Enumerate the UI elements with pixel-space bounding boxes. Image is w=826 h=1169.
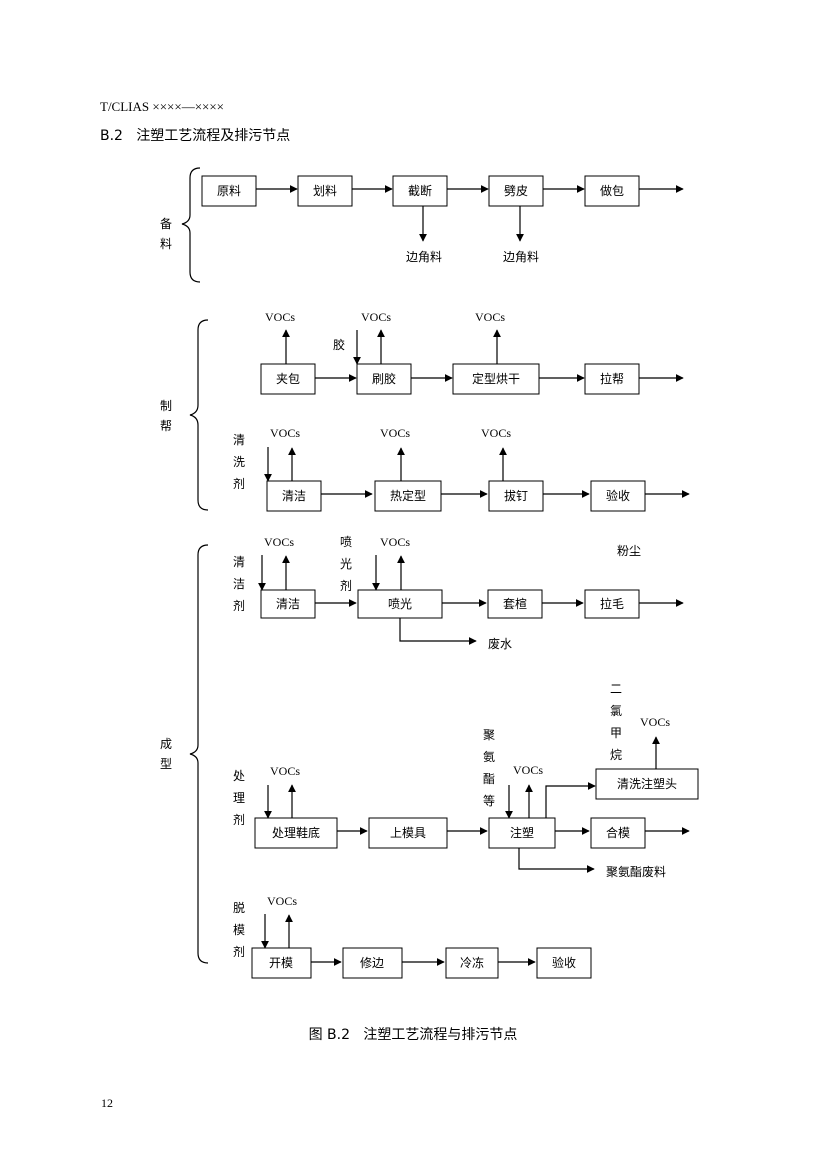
box-penguang [357, 589, 443, 619]
stage-label-beiliao: 备料 [160, 217, 172, 251]
box-hualiao [297, 175, 353, 207]
box-lengdong-label: 冷冻 [460, 955, 484, 970]
section-title: B.2 注塑工艺流程及排污节点 [100, 128, 291, 144]
voc-label: VOCs [481, 426, 511, 440]
voc-label: VOCs [380, 535, 410, 549]
box-shuajiao-label: 刷胶 [372, 371, 396, 386]
voc-label: VOCs [361, 310, 391, 324]
box-hualiao-label: 划料 [313, 184, 337, 198]
box-kaimo-label: 开模 [269, 956, 293, 970]
box-qingjie-2-label: 清洁 [276, 597, 300, 611]
box-jieduan [392, 175, 448, 207]
box-jiabao [260, 363, 316, 395]
box-shangmoju [368, 817, 448, 849]
stage-label-chengxing: 成型 [160, 737, 172, 771]
box-yanshou-1 [590, 480, 646, 512]
box-taoxuan-label: 套楦 [503, 596, 527, 611]
box-chuli-xiedi-label: 处理鞋底 [272, 825, 320, 840]
box-labang-label: 拉帮 [600, 371, 624, 386]
voc-label: VOCs [264, 535, 294, 549]
arrow [399, 618, 477, 645]
box-qingxi-zhusutou [595, 768, 699, 800]
voc-label: VOCs [380, 426, 410, 440]
input-eryuanjiawan: 二氯甲烷 [610, 682, 622, 762]
voc-label: VOCs [640, 715, 670, 729]
figure-caption: 图 B.2 注塑工艺流程与排污节点 [309, 1027, 518, 1043]
box-chuli-xiedi [254, 817, 338, 849]
box-baoding-label: 拔钉 [504, 488, 528, 503]
arrow [518, 848, 595, 873]
box-zuobao [584, 175, 640, 207]
box-lengdong [445, 947, 499, 979]
arrow [545, 782, 596, 818]
input-qingxiji: 清洗剂 [233, 433, 245, 491]
voc-label: VOCs [270, 426, 300, 440]
stage-label-zhibang: 制帮 [160, 399, 172, 433]
voc-label: VOCs [267, 894, 297, 908]
box-zuobao-label: 做包 [600, 183, 624, 198]
bracket-beiliao [181, 167, 201, 283]
box-yanshou-2 [536, 947, 592, 979]
emission-fenchen: 粉尘 [617, 544, 641, 558]
box-labang [584, 363, 640, 395]
box-xiubian-label: 修边 [360, 955, 384, 970]
input-tuomoji: 脱模剂 [233, 900, 245, 959]
box-lamao [584, 589, 640, 619]
box-pipi-label: 劈皮 [504, 183, 528, 198]
voc-label: VOCs [265, 310, 295, 324]
box-xiubian [342, 947, 403, 979]
box-qingjie-1-label: 清洁 [282, 489, 306, 503]
box-shuajiao [356, 363, 412, 395]
box-yuanliao [201, 175, 257, 207]
document-code: T/CLIAS ××××—×××× [100, 99, 225, 114]
box-zhusu [488, 817, 556, 849]
box-yuanliao-label: 原料 [217, 184, 241, 198]
box-penguang-label: 喷光 [388, 597, 412, 611]
input-penguangji: 喷光剂 [340, 535, 352, 593]
input-juanzhi-deng: 聚氨酯等 [483, 728, 495, 808]
voc-label: VOCs [475, 310, 505, 324]
bracket-zhibang [189, 319, 209, 511]
box-redingxing [374, 480, 442, 512]
box-qingjie-2 [260, 589, 316, 619]
emission-bianjiaoliao-1: 边角料 [406, 250, 442, 264]
bracket-chengxing [189, 544, 209, 964]
input-jiao: 胶 [333, 337, 345, 352]
box-redingxing-label: 热定型 [390, 488, 426, 503]
voc-label: VOCs [270, 764, 300, 778]
box-taoxuan [487, 589, 543, 619]
box-lamao-label: 拉毛 [600, 596, 624, 611]
emission-bianjiaoliao-2: 边角料 [503, 250, 539, 264]
box-dingxing-honggan [452, 363, 540, 395]
emission-feishui: 废水 [488, 636, 512, 651]
box-baoding [488, 480, 544, 512]
box-qingjie-1 [266, 480, 322, 512]
box-shangmoju-label: 上模具 [390, 826, 426, 840]
box-pipi [488, 175, 544, 207]
box-jieduan-label: 截断 [408, 183, 432, 198]
input-chuliji: 处理剂 [233, 769, 245, 827]
box-qingxi-zhusutou-label: 清洗注塑头 [617, 776, 677, 791]
box-yanshou-1-label: 验收 [606, 488, 630, 503]
box-hemo-label: 合模 [606, 825, 630, 840]
box-dingxing-honggan-label: 定型烘干 [472, 371, 520, 386]
voc-label: VOCs [513, 763, 543, 777]
box-jiabao-label: 夹包 [276, 372, 300, 386]
box-zhusu-label: 注塑 [510, 825, 534, 840]
page-number: 12 [101, 1096, 113, 1110]
emission-juanzhi-feiliao: 聚氨酯废料 [606, 864, 666, 879]
box-hemo [590, 817, 646, 849]
box-yanshou-2-label: 验收 [552, 955, 576, 970]
box-kaimo [251, 947, 312, 979]
input-qingjieji: 清洁剂 [233, 555, 245, 613]
